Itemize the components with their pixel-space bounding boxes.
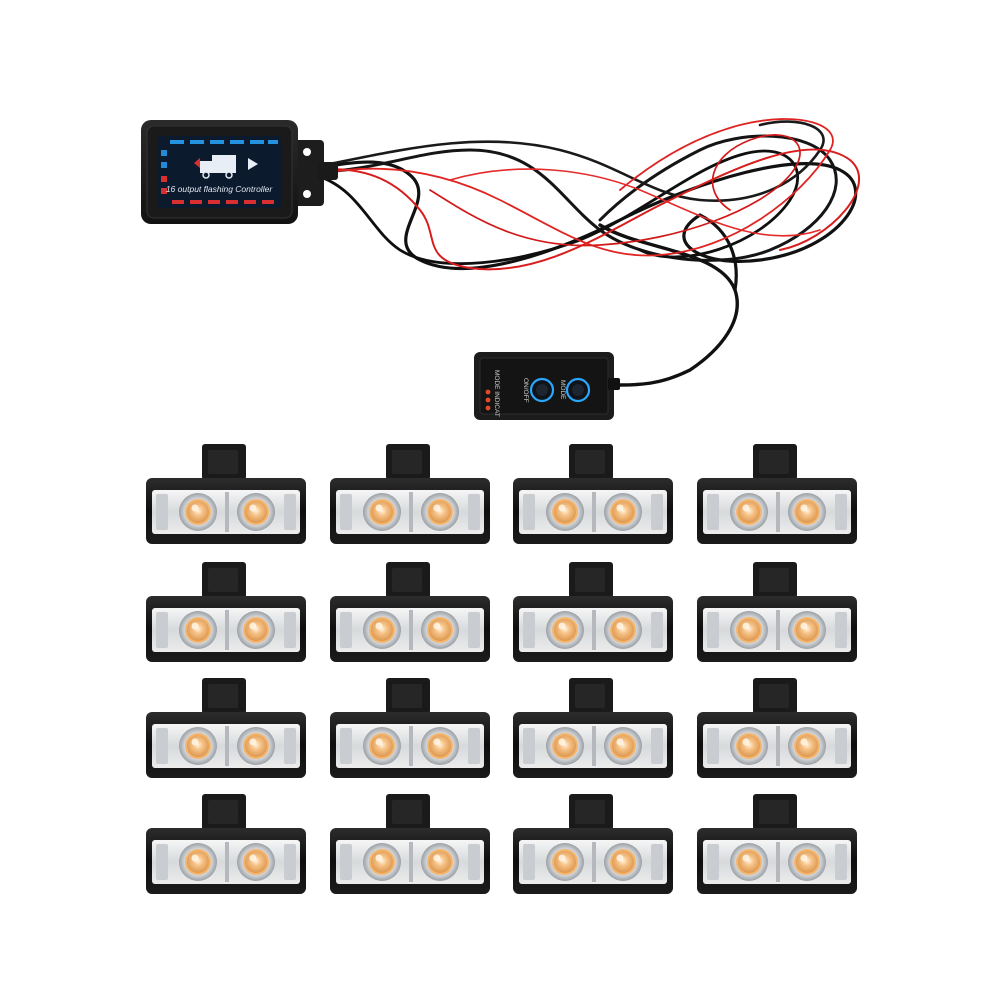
light-head [146,678,306,778]
light-head [330,444,490,544]
indicator-led [485,397,491,403]
flashing-controller: 16 output flashing Controller [141,120,338,224]
led-lens [363,727,401,765]
mode-indicator-label: MODE INDICAT [493,370,500,417]
led-lens [730,727,768,765]
led-lens [421,611,459,649]
indicator-led [485,405,491,411]
led-lens [604,493,642,531]
led-lens [546,611,584,649]
led-lens [237,493,275,531]
led-lens [179,611,217,649]
light-head [697,794,857,894]
light-head [146,794,306,894]
led-lens [179,493,217,531]
led-lens [363,843,401,881]
remote-switch: MODE INDICAT ON/OFF MODE [474,352,620,420]
led-lens [788,611,826,649]
led-lens [363,493,401,531]
led-lens [730,843,768,881]
indicator-led [485,389,491,395]
truck-icon [194,155,258,179]
light-head [697,562,857,662]
light-head [513,794,673,894]
wiring-harness [316,118,860,387]
led-lens [788,493,826,531]
led-lens [604,611,642,649]
led-lens [237,611,275,649]
on-off-label: ON/OFF [522,378,529,403]
controller-label: 16 output flashing Controller [166,184,273,194]
light-head [330,794,490,894]
led-lens [237,843,275,881]
led-lens [604,727,642,765]
light-head [513,678,673,778]
mounting-tab-right [290,140,324,206]
led-lens [421,727,459,765]
led-lens [179,727,217,765]
mode-button[interactable] [565,377,591,403]
led-lens [788,843,826,881]
light-head [330,562,490,662]
led-lens [363,611,401,649]
on-off-button[interactable] [529,377,555,403]
led-lens [546,493,584,531]
light-head [697,678,857,778]
led-lens [237,727,275,765]
led-lens [730,611,768,649]
led-lens [546,843,584,881]
light-head [146,444,306,544]
led-lens [730,493,768,531]
light-head [697,444,857,544]
light-head [330,678,490,778]
led-lens [546,727,584,765]
led-lens [179,843,217,881]
led-lens [421,843,459,881]
light-head [513,562,673,662]
light-head [146,562,306,662]
strobe-light-grid [146,444,857,894]
led-lens [604,843,642,881]
led-lens [421,493,459,531]
led-lens [788,727,826,765]
light-head [513,444,673,544]
mode-label: MODE [559,380,566,400]
